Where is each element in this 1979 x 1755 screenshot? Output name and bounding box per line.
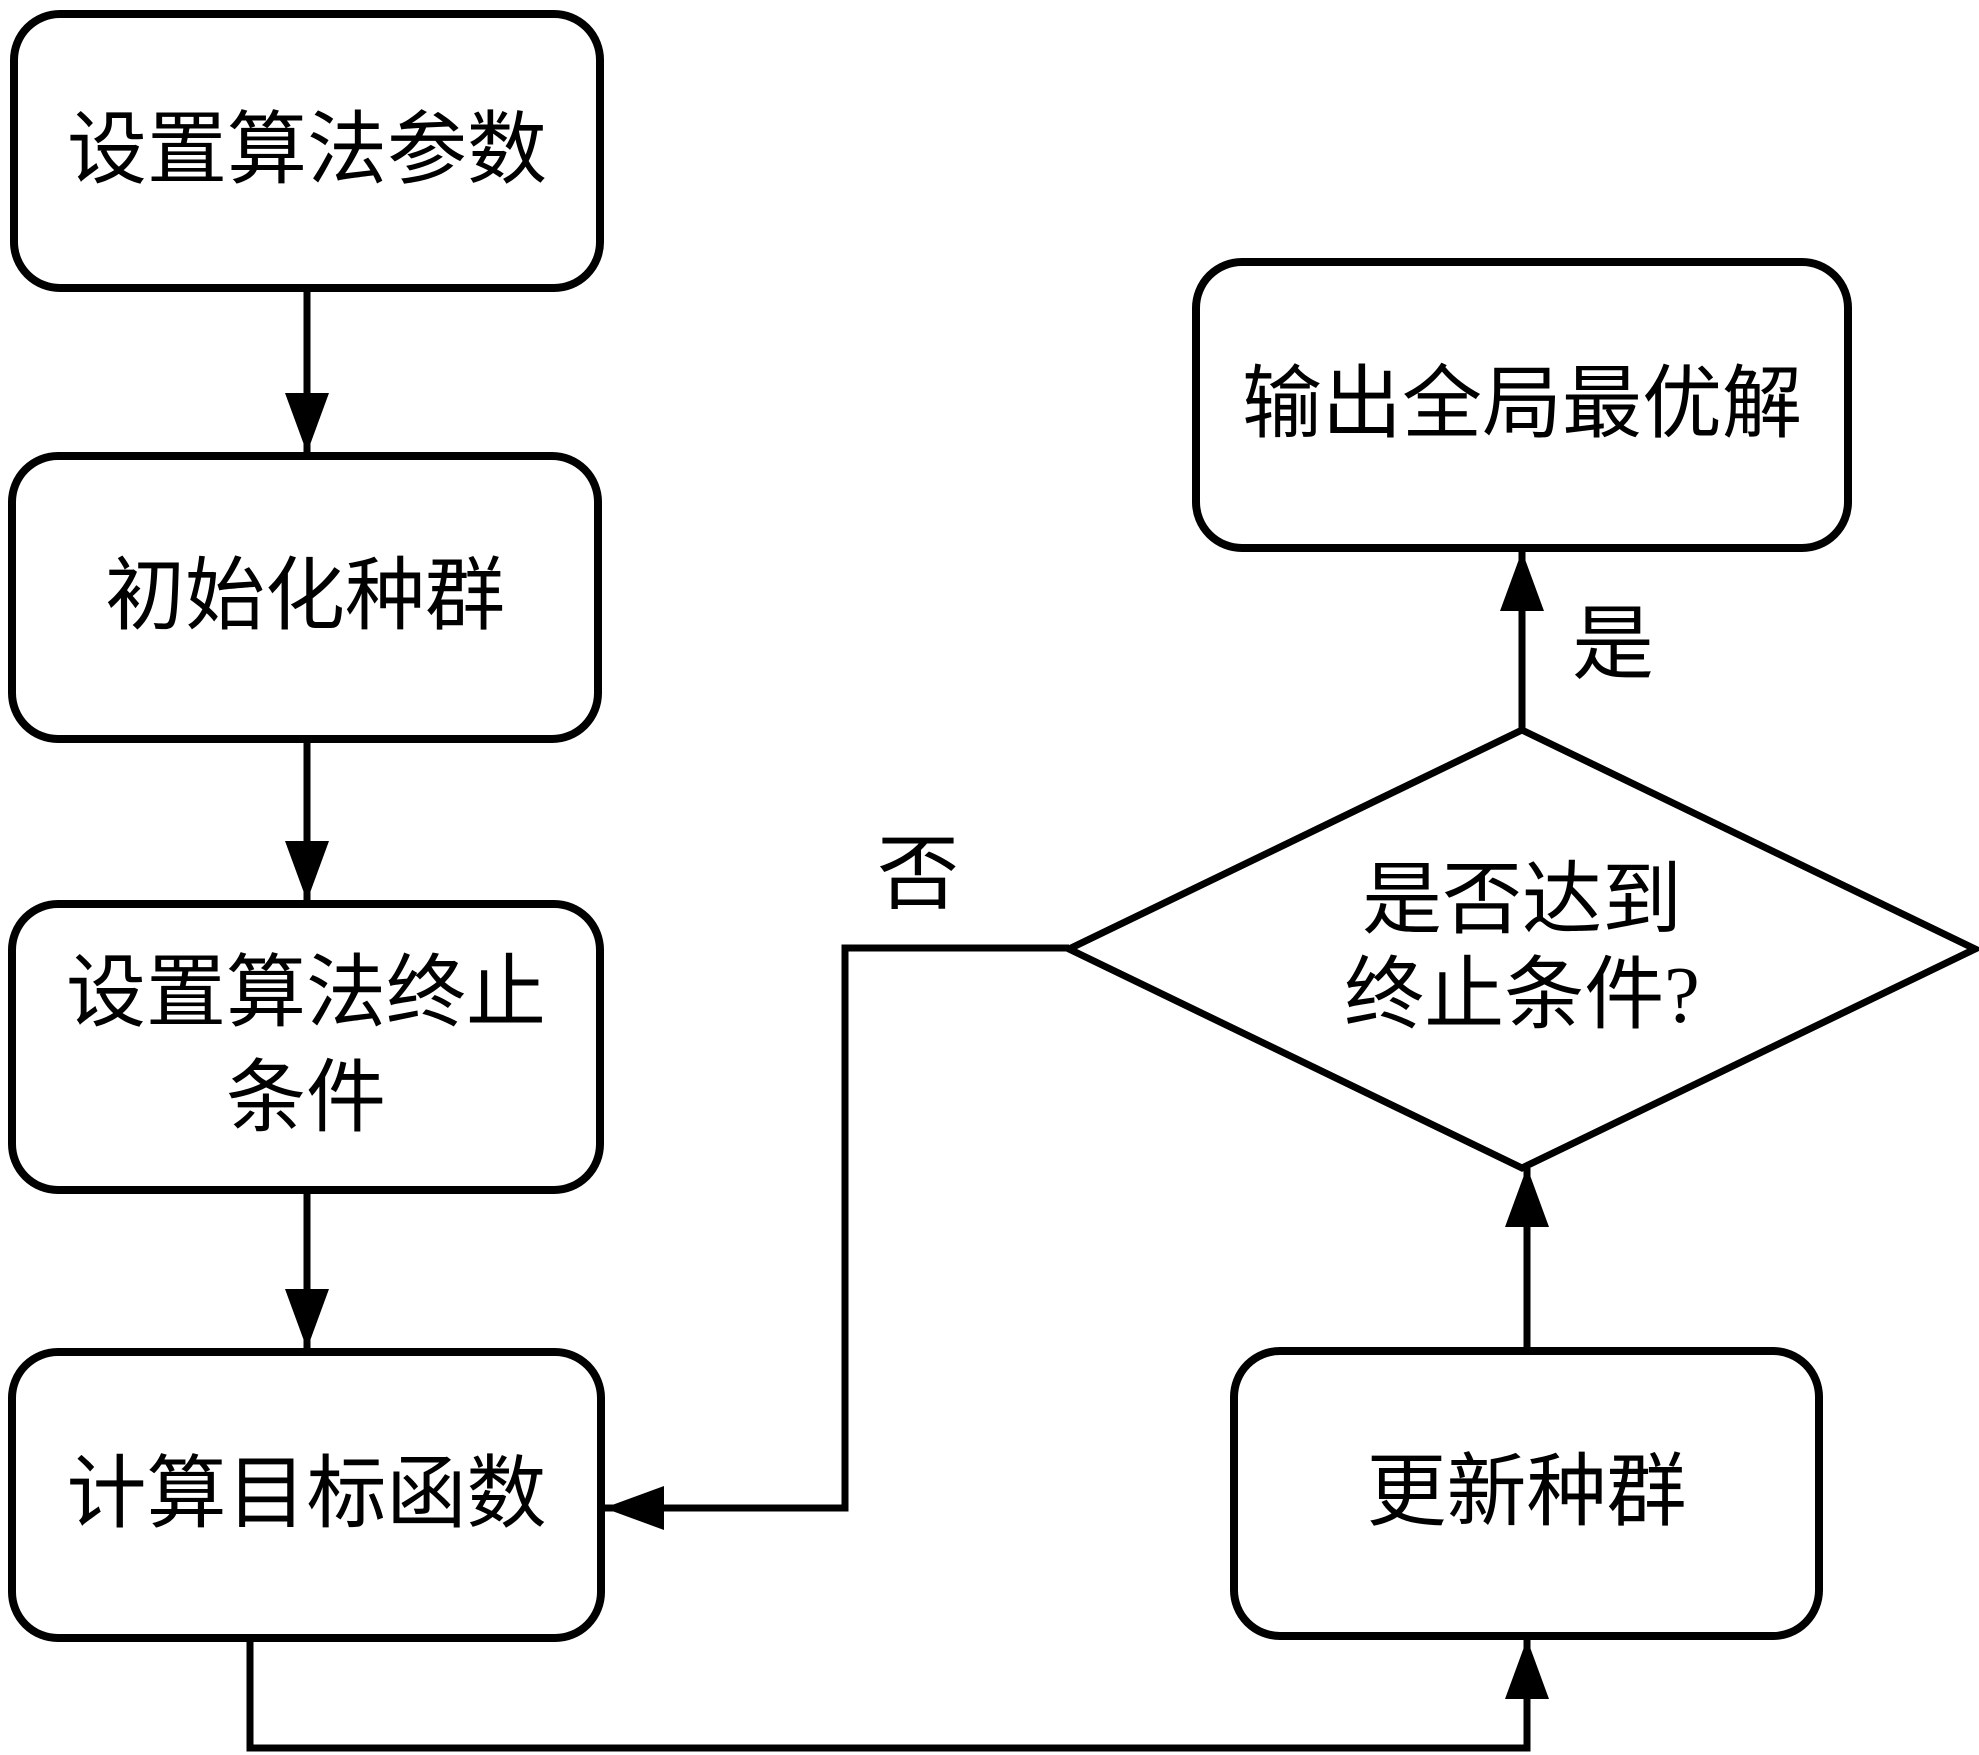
arrow-no-decision-to-calcobjective	[604, 944, 1069, 1530]
node-calc-objective: 计算目标函数	[8, 1348, 605, 1642]
node-decision-line1: 是否达到	[1362, 857, 1682, 945]
node-update-population: 更新种群	[1230, 1347, 1823, 1640]
node-set-termination-line2: 条件	[226, 1055, 386, 1143]
node-calc-objective-label: 计算目标函数	[66, 1450, 547, 1539]
node-decision-text: 是否达到 终止条件?	[1069, 852, 1975, 1046]
node-set-termination: 设置算法终止 条件	[8, 900, 604, 1194]
node-init-population-label: 初始化种群	[105, 553, 505, 641]
node-init-population: 初始化种群	[8, 452, 602, 743]
node-update-population-label: 更新种群	[1366, 1449, 1687, 1537]
node-output-best: 输出全局最优解	[1192, 258, 1852, 552]
node-set-termination-line1: 设置算法终止	[66, 950, 546, 1038]
node-decision-line2: 终止条件?	[1344, 952, 1700, 1040]
node-set-params-label: 设置算法参数	[67, 106, 547, 195]
edge-label-yes: 是	[1571, 599, 1655, 690]
edge-label-no: 否	[876, 829, 960, 920]
arrow-calcobjective-to-updatepop	[246, 1639, 1549, 1752]
node-output-best-label: 输出全局最优解	[1242, 360, 1802, 449]
node-set-params: 设置算法参数	[10, 10, 604, 292]
